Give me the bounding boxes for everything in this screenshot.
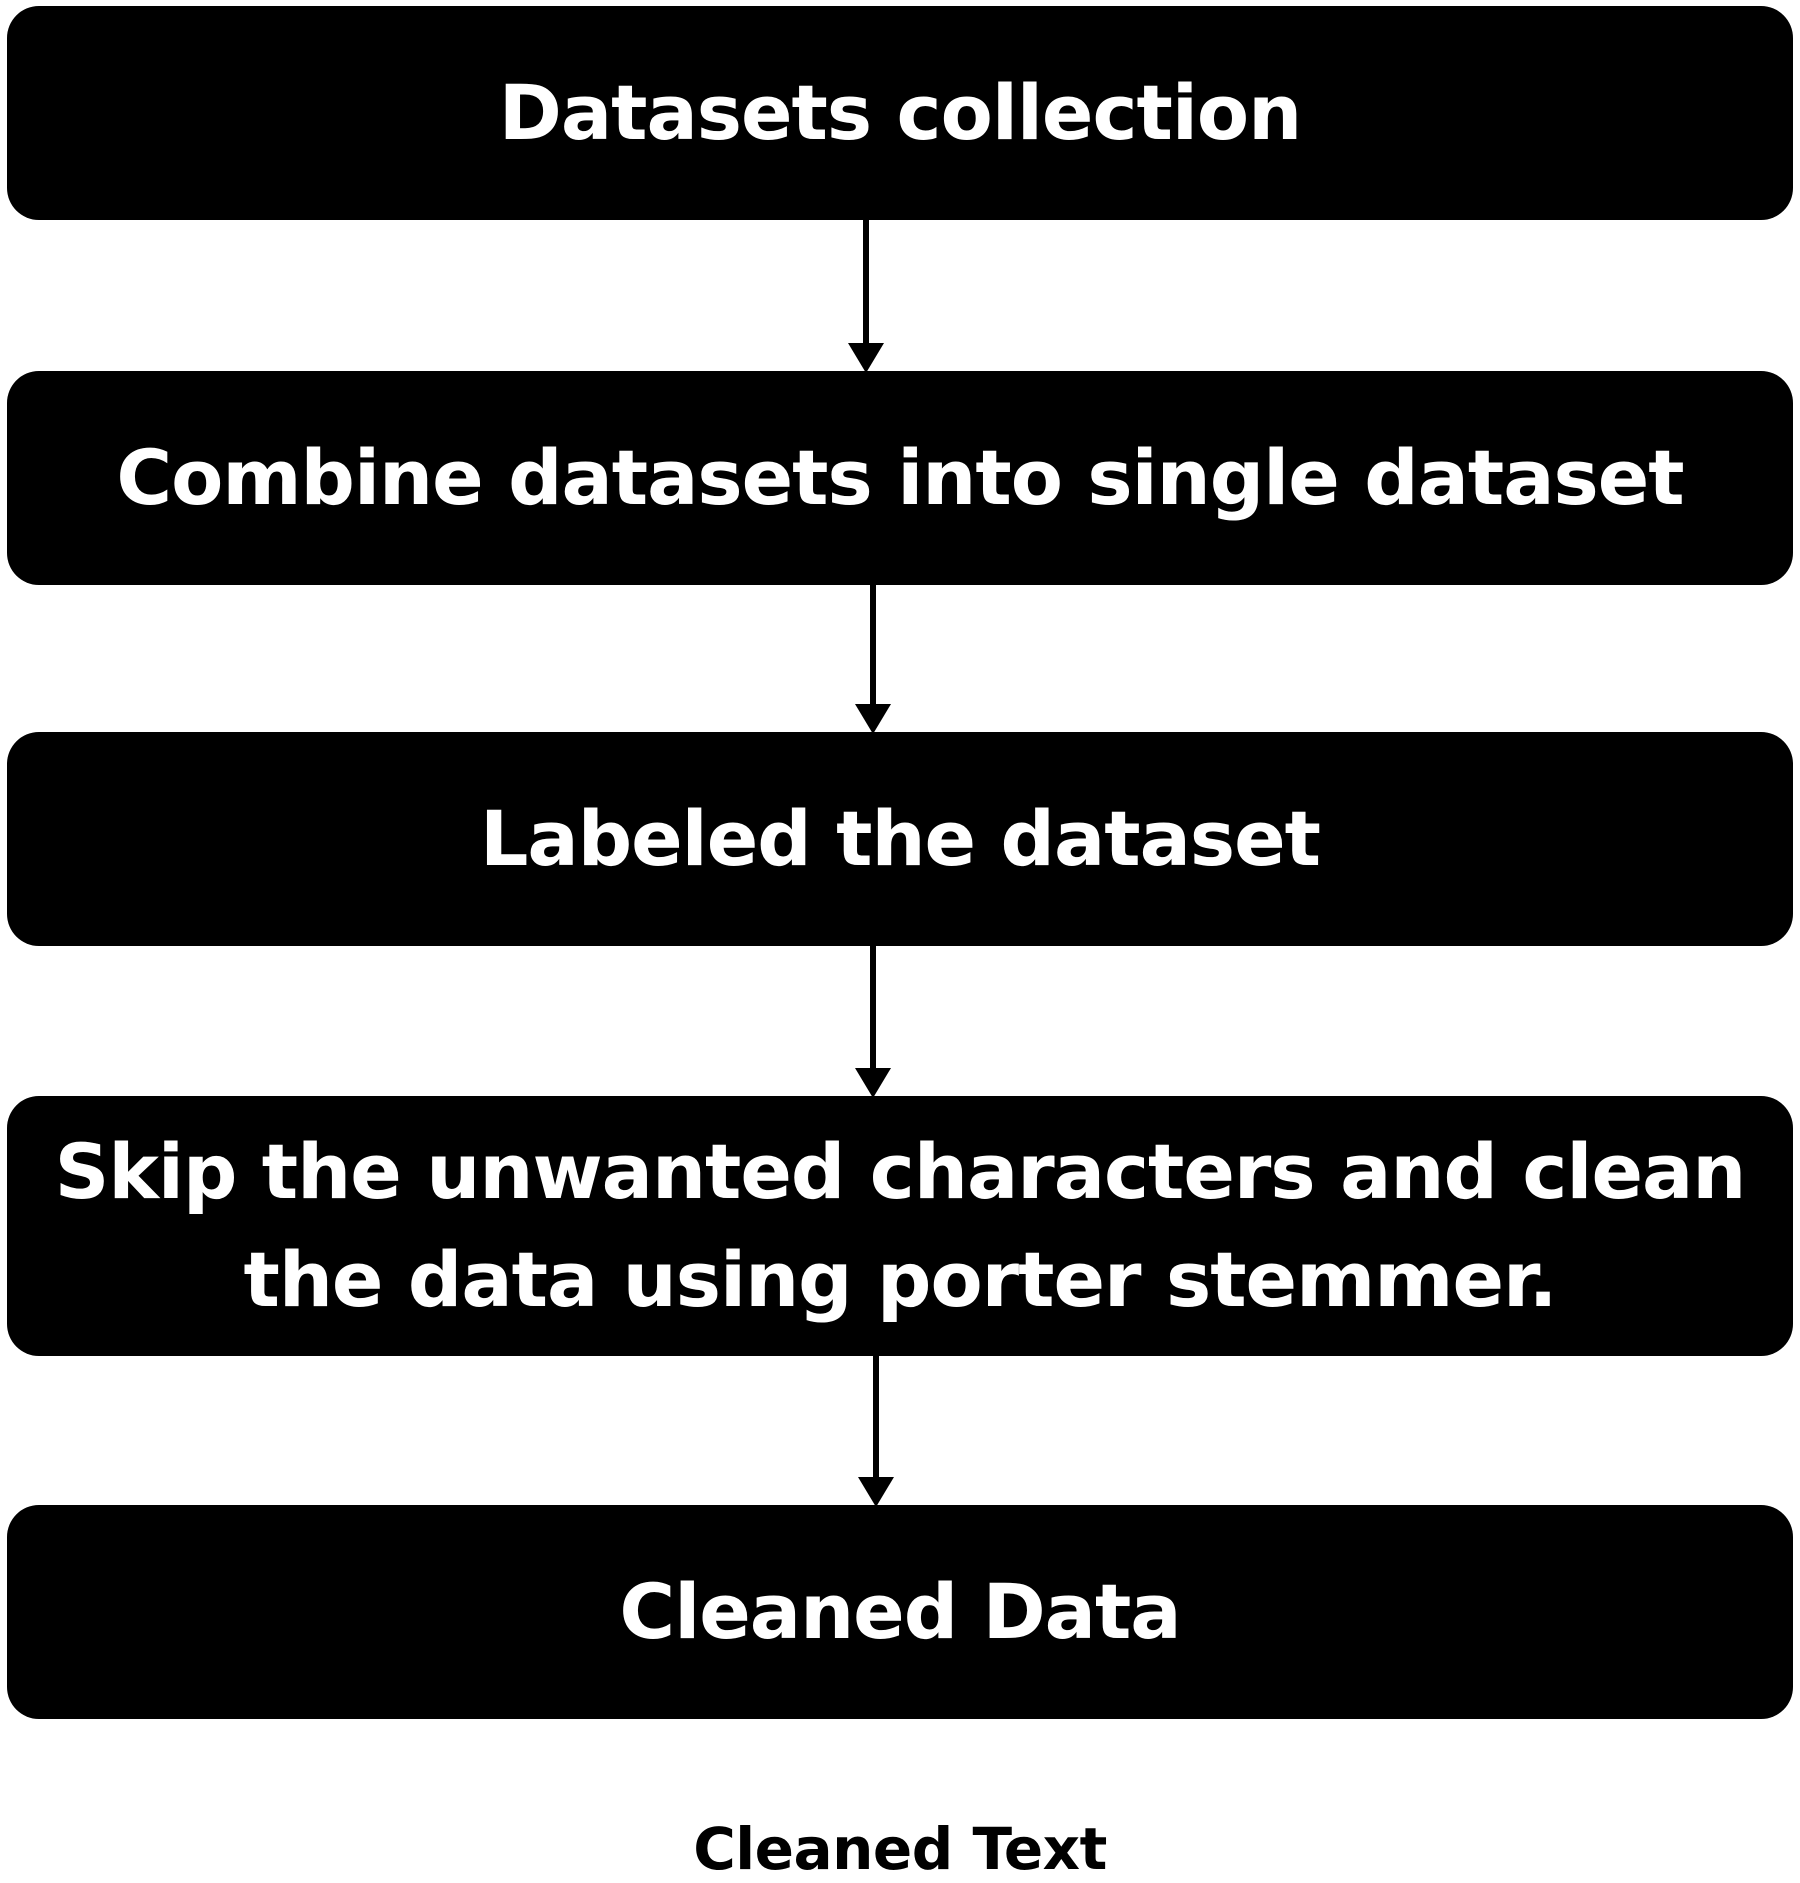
step-box-skip-unwanted-characters: Skip the unwanted characters and clean t… — [7, 1096, 1793, 1356]
step-label: Combine datasets into single dataset — [116, 433, 1684, 523]
step-label: Cleaned Data — [619, 1567, 1181, 1657]
arrow-1-to-2 — [848, 220, 884, 373]
flowchart-caption: Cleaned Text — [693, 1815, 1107, 1883]
step-box-combine-datasets: Combine datasets into single dataset — [7, 371, 1793, 585]
step-label: Labeled the dataset — [480, 794, 1321, 884]
arrow-4-to-5 — [858, 1356, 894, 1507]
step-box-datasets-collection: Datasets collection — [7, 6, 1793, 220]
arrow-2-to-3 — [855, 585, 891, 734]
step-box-labeled-dataset: Labeled the dataset — [7, 732, 1793, 946]
arrow-3-to-4 — [855, 946, 891, 1098]
step-label: Skip the unwanted characters and clean t… — [54, 1127, 1747, 1324]
step-box-cleaned-data: Cleaned Data — [7, 1505, 1793, 1719]
step-label: Datasets collection — [498, 68, 1302, 158]
